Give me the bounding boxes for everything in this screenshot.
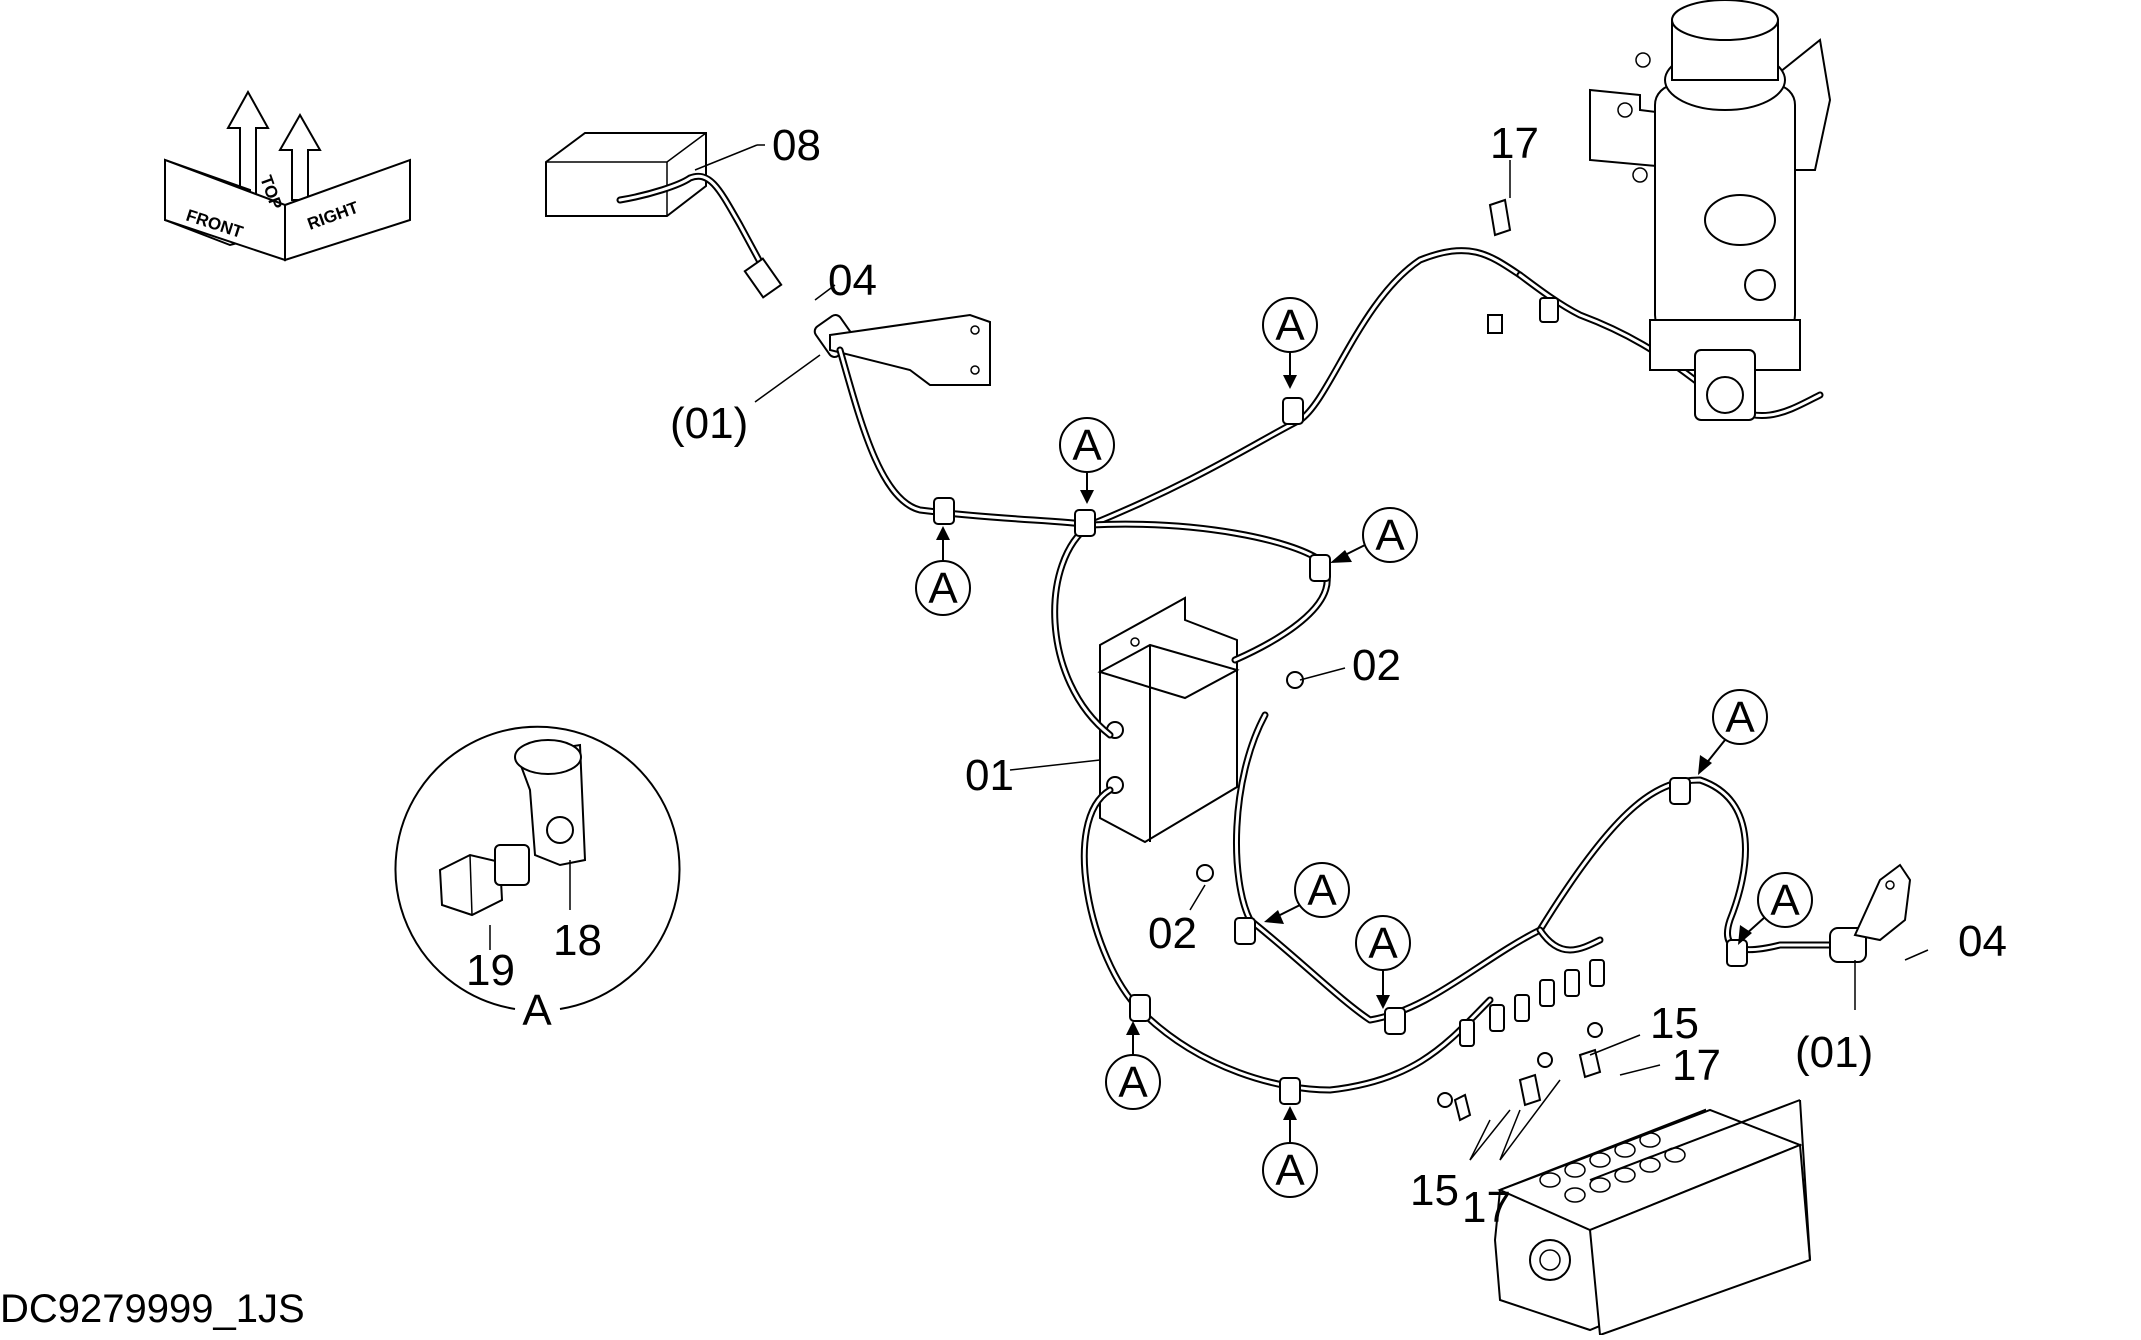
connector-upper [813, 313, 991, 386]
clamp-marker: A [1264, 862, 1350, 924]
clamp-marker: A [1355, 915, 1411, 1009]
svg-text:A: A [1275, 301, 1305, 350]
callout-17-right: 17 [1672, 1041, 1721, 1090]
callout-17-lower: 17 [1462, 1183, 1511, 1232]
clamp-markers: A A A A A A A [915, 297, 1813, 1198]
detail-view-label: A [522, 986, 552, 1035]
callout-15-lower: 15 [1410, 1166, 1459, 1215]
starter-motor [1589, 0, 1832, 421]
arrow-up-icon [226, 89, 322, 201]
callout-19: 19 [466, 946, 515, 995]
part-01-control-box [1097, 596, 1304, 882]
detail-view-a: A 19 18 [394, 725, 681, 1035]
svg-text:A: A [1275, 1146, 1305, 1195]
svg-text:A: A [1368, 919, 1398, 968]
callout-04-upper: 04 [828, 256, 877, 305]
leader-lines [694, 144, 1929, 1161]
callout-17-top: 17 [1490, 119, 1539, 168]
fuse-slots [1539, 1132, 1686, 1203]
callout-15-upper: 15 [1650, 999, 1699, 1048]
svg-text:A: A [1725, 693, 1755, 742]
clamp-marker: A [1330, 507, 1418, 563]
fuse-block [1493, 1099, 1812, 1337]
callout-18: 18 [553, 916, 602, 965]
svg-text:A: A [1770, 876, 1800, 925]
clamp-marker: A [1262, 1106, 1318, 1198]
arrow-left-icon [164, 158, 286, 262]
callout-01: 01 [965, 751, 1014, 800]
callout-02-upper: 02 [1352, 641, 1401, 690]
callout-02-lower: 02 [1148, 909, 1197, 958]
part-08-box [545, 132, 707, 217]
orientation-indicator: FRONT TOP RIGHT [164, 89, 411, 262]
callout-01-right-ref: (01) [1795, 1028, 1873, 1077]
clamp-18 [514, 739, 587, 867]
svg-text:A: A [1375, 511, 1405, 560]
bolt-19 [438, 844, 530, 917]
drawing-code: DC9279999_1JS [0, 1287, 305, 1331]
relay-connectors [1437, 959, 1605, 1122]
bracket-17-top [1487, 198, 1559, 334]
svg-text:A: A [928, 564, 958, 613]
clamp-marker: A [915, 526, 971, 616]
connector-right [1829, 863, 1912, 963]
svg-text:A: A [1072, 421, 1102, 470]
callout-01-upper-ref: (01) [670, 399, 748, 448]
arrow-right-icon [284, 158, 411, 262]
clamp-marker: A [1738, 872, 1813, 945]
clamp-marker: A [1698, 689, 1768, 775]
svg-text:A: A [1307, 866, 1337, 915]
callout-04-right: 04 [1958, 917, 2007, 966]
callout-08: 08 [772, 121, 821, 170]
svg-text:A: A [1118, 1058, 1148, 1107]
clamp-marker: A [1105, 1021, 1161, 1110]
harness-clamps [933, 397, 1748, 1105]
clamp-marker: A [1262, 297, 1318, 389]
callout-labels: 08 04 (01) 17 02 01 02 04 (01) 15 17 15 … [670, 119, 2007, 1232]
clamp-marker: A [1059, 417, 1115, 504]
